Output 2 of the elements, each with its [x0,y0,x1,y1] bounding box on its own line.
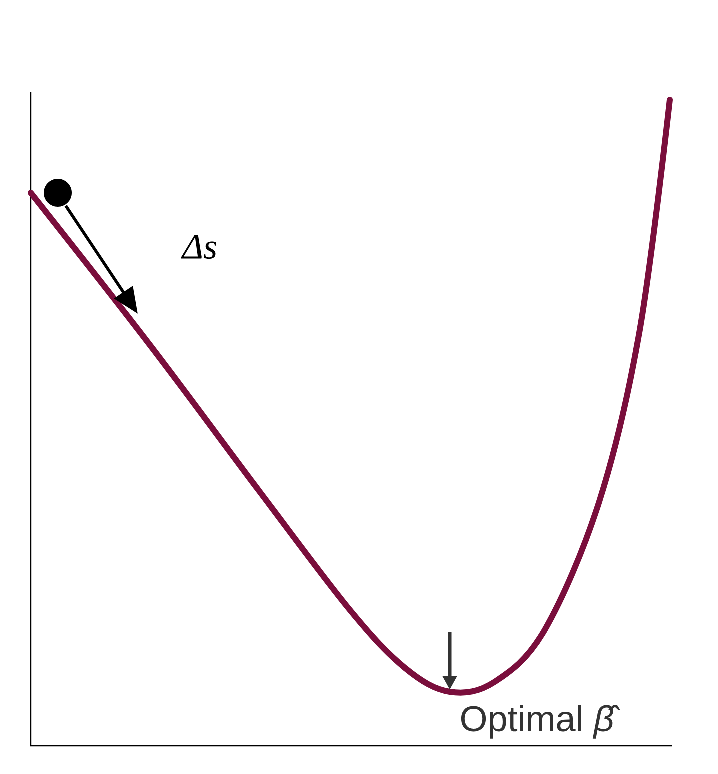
optimum-label: Optimal β̂ [461,705,620,739]
step-label: Δs [181,234,216,260]
